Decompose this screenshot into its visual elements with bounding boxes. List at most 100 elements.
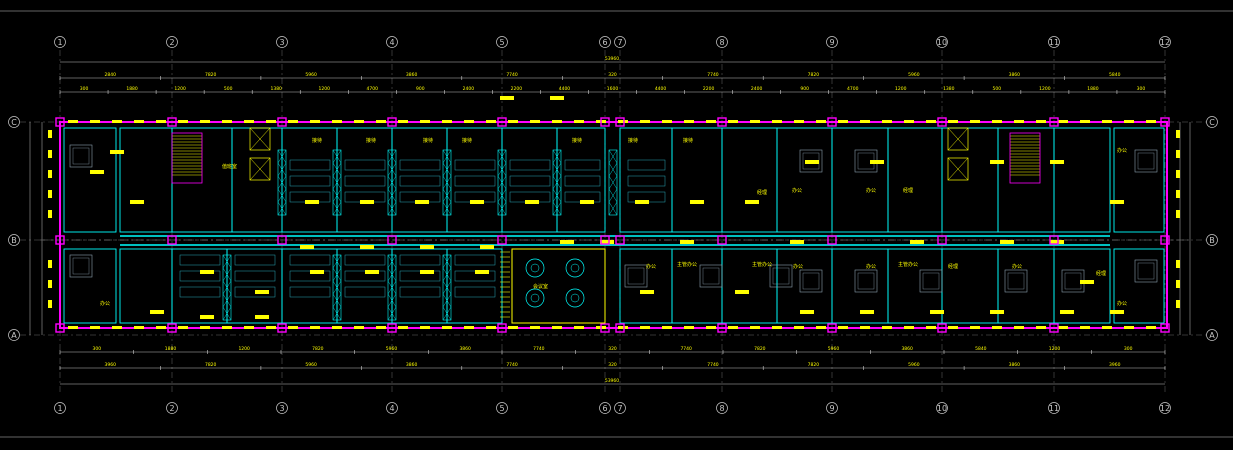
window-mark xyxy=(1080,120,1090,123)
light-fixture xyxy=(305,200,319,204)
window-mark xyxy=(1058,326,1068,329)
window-mark xyxy=(222,326,232,329)
axis-bubble-6 xyxy=(599,36,611,48)
meeting-room-outline xyxy=(511,248,606,324)
glass-partition-hatch xyxy=(332,162,342,177)
side-mark xyxy=(48,280,52,288)
dimension-value: 1200 xyxy=(319,86,331,92)
room-bottom xyxy=(119,248,173,324)
window-mark xyxy=(486,326,496,329)
room-label-office-3: 办公 xyxy=(1117,147,1127,154)
dimension-value: 500 xyxy=(224,86,233,92)
stair-outline xyxy=(171,132,203,184)
room-label-reception-5: 接待 xyxy=(572,137,582,144)
desk xyxy=(564,175,601,187)
room-label-reception-7: 接待 xyxy=(683,137,693,144)
glass-partition xyxy=(442,149,452,216)
room-label-manager-1: 经理 xyxy=(757,189,767,196)
sofa-cushion xyxy=(72,147,90,165)
window-mark xyxy=(992,120,1002,123)
light-fixture xyxy=(680,240,694,244)
glass-partition-hatch xyxy=(442,280,452,295)
axis-label-12: 12 xyxy=(1160,38,1170,47)
column xyxy=(497,117,507,127)
axis-bubble-3 xyxy=(276,36,288,48)
dimension-value: 5960 xyxy=(908,72,920,78)
column xyxy=(1049,117,1059,127)
side-mark xyxy=(48,130,52,138)
light-fixture xyxy=(560,240,574,244)
glass-partition-hatch xyxy=(277,175,287,190)
glass-partition-hatch xyxy=(387,306,397,321)
side-mark xyxy=(1176,280,1180,288)
light-fixture xyxy=(640,290,654,294)
light-fixture xyxy=(1080,280,1094,284)
desk xyxy=(564,159,601,171)
axis-label-B: B xyxy=(11,236,17,245)
room-top xyxy=(831,127,889,233)
round-table-center xyxy=(570,263,580,273)
light-fixture xyxy=(130,200,144,204)
glass-partition-hatch xyxy=(608,175,618,190)
sofa-cushion xyxy=(1137,262,1155,280)
glass-partition-hatch xyxy=(387,201,397,216)
axis-label-7: 7 xyxy=(617,404,622,413)
desk xyxy=(344,254,386,266)
room-bottom xyxy=(941,248,999,324)
column xyxy=(167,323,177,333)
room-label-reception-3: 接待 xyxy=(423,137,433,144)
window-mark xyxy=(838,120,848,123)
column xyxy=(827,235,837,245)
window-mark xyxy=(706,120,716,123)
side-mark xyxy=(48,170,52,178)
glass-partition-hatch xyxy=(497,201,507,216)
dimension-value: 4400 xyxy=(655,86,667,92)
sofa-cushion xyxy=(702,267,720,285)
light-fixture xyxy=(360,245,374,249)
light-fixture xyxy=(735,290,749,294)
window-mark xyxy=(530,326,540,329)
glass-partition-hatch xyxy=(277,149,287,164)
axis-bubble-5 xyxy=(496,36,508,48)
sofa-cushion xyxy=(922,272,940,290)
glass-partition-hatch xyxy=(387,162,397,177)
light-fixture xyxy=(690,200,704,204)
window-mark xyxy=(508,326,518,329)
sofa-cushion xyxy=(802,272,820,290)
desk xyxy=(289,286,331,298)
glass-partition-hatch xyxy=(332,201,342,216)
axis-bubble-11 xyxy=(1048,36,1060,48)
window-mark xyxy=(640,120,650,123)
column xyxy=(937,235,947,245)
desk xyxy=(454,254,496,266)
window-mark xyxy=(1102,120,1112,123)
light-fixture xyxy=(475,270,489,274)
dimension-value: 7820 xyxy=(808,362,820,368)
light-fixture xyxy=(360,200,374,204)
room-bottom xyxy=(997,248,1055,324)
sofa xyxy=(69,254,93,278)
axis-bubble-9 xyxy=(826,36,838,48)
room-top xyxy=(119,127,173,233)
window-mark xyxy=(244,326,254,329)
window-mark xyxy=(420,326,430,329)
column xyxy=(167,117,177,127)
room-bottom xyxy=(511,248,606,324)
window-mark xyxy=(574,326,584,329)
side-mark xyxy=(1176,260,1180,268)
window-mark xyxy=(398,120,408,123)
dimension-value: 4700 xyxy=(367,86,379,92)
window-mark xyxy=(420,120,430,123)
axis-label-6: 6 xyxy=(602,38,607,47)
desk xyxy=(289,254,331,266)
window-mark xyxy=(816,120,826,123)
light-fixture xyxy=(910,240,924,244)
column xyxy=(937,117,947,127)
sofa-cushion xyxy=(1007,272,1025,290)
window-mark xyxy=(310,120,320,123)
room-label-supervisor-3: 主管办公 xyxy=(898,261,918,268)
axis-label-3: 3 xyxy=(279,404,284,413)
desk xyxy=(509,175,551,187)
glass-partition-hatch xyxy=(442,254,452,269)
